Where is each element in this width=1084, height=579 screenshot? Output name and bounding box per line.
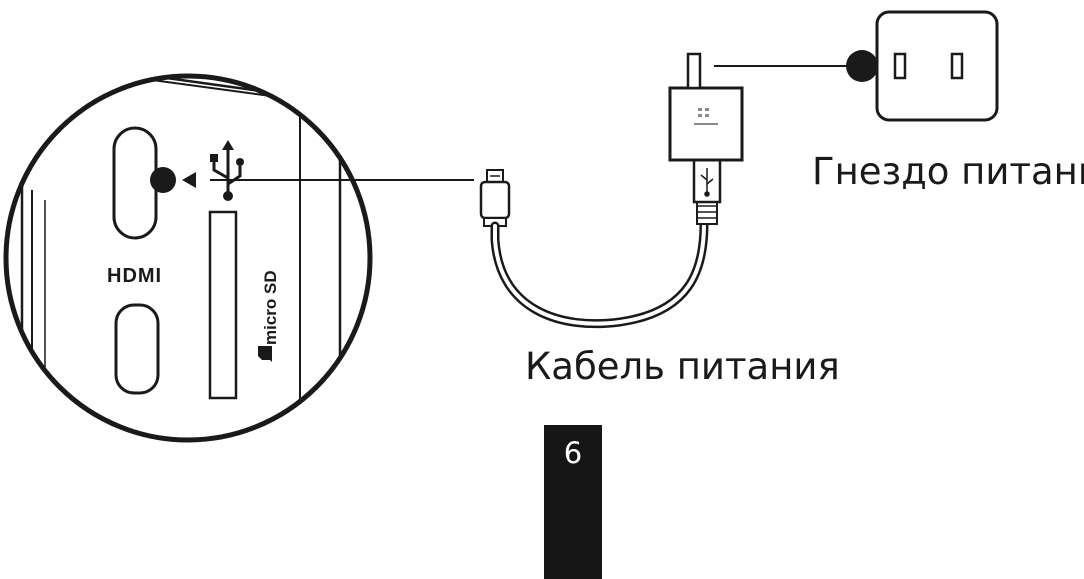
power-socket-label: Гнездо питания xyxy=(812,150,1084,193)
sd-card-icon xyxy=(258,346,272,362)
wall-outlet-icon xyxy=(875,10,999,122)
micro-sd-label: micro SD xyxy=(261,270,280,345)
outlet-callout-dot xyxy=(846,50,878,82)
left-triangle-icon xyxy=(182,172,196,188)
power-adapter-icon xyxy=(668,52,744,162)
zoom-circle xyxy=(3,73,373,443)
hdmi-label: HDMI xyxy=(107,265,162,287)
micro-sd-slot xyxy=(208,210,238,400)
usb-port-slot xyxy=(112,126,158,240)
usb-icon xyxy=(210,140,244,201)
device-zoom-view: HDMI micro SD xyxy=(3,73,373,443)
page-number-tab: 6 xyxy=(544,425,602,579)
hdmi-port-slot xyxy=(114,303,160,395)
micro-usb-housing xyxy=(479,180,511,220)
power-cable-label: Кабель питания xyxy=(525,345,840,388)
usb-port-callout-dot xyxy=(150,167,176,193)
power-cable xyxy=(479,158,722,329)
page-number: 6 xyxy=(563,436,583,470)
